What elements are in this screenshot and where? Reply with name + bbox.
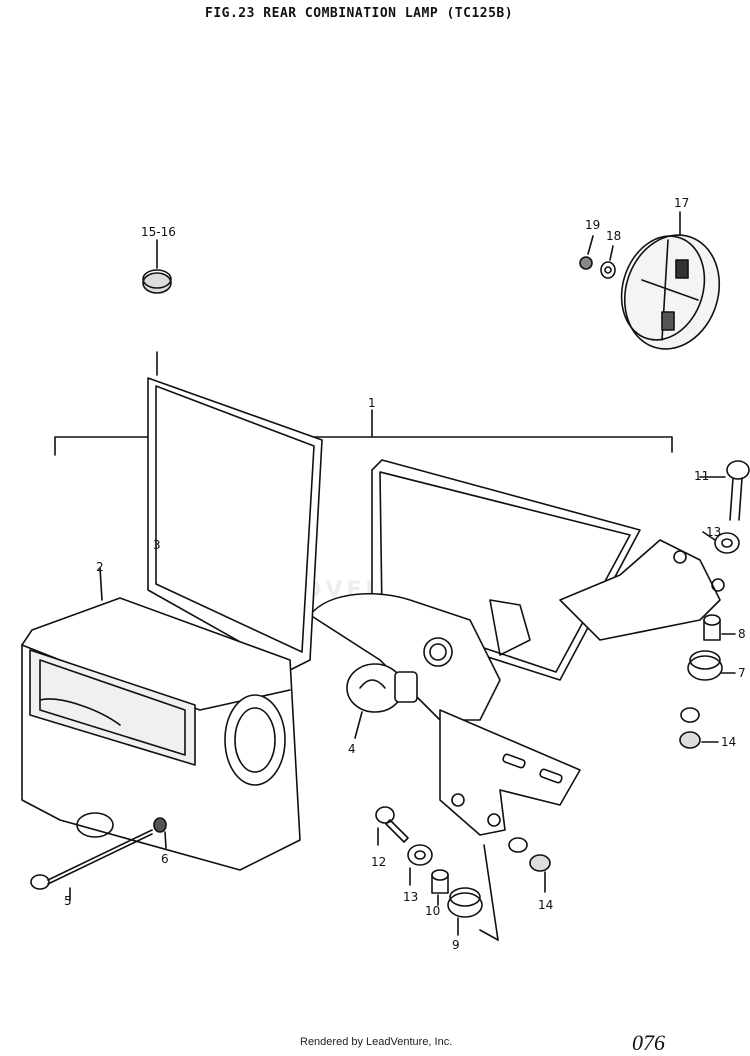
bolt-part-11 [699,460,750,521]
lens-part-2 [21,567,301,871]
figure-title: FIG.23 REAR COMBINATION LAMP (TC125B) [205,6,514,21]
callout-4: 4 [348,742,356,756]
callout-1: 1 [368,396,376,410]
callout-14-left: 14 [538,898,554,912]
bolt-part-12 [375,806,409,846]
callout-14-right: 14 [721,735,737,749]
page-number: 076 [632,1030,665,1055]
callout-13-right: 13 [706,525,722,539]
callout-15-16: 15-16 [141,225,176,239]
washer-part-18 [600,245,616,279]
nut-part-19 [579,235,594,270]
collar-part-8 [703,614,736,641]
callout-9: 9 [452,938,460,952]
callout-18: 18 [606,229,622,243]
callout-8: 8 [738,627,746,641]
cushion-part-9 [447,844,499,941]
gasket-part-3 [147,351,323,671]
grommet-part-15-16 [142,239,172,294]
cushion-part-7 [687,650,736,681]
callout-7: 7 [738,666,746,680]
callout-2: 2 [96,560,104,574]
nut-part-14-right [679,707,719,749]
callout-12: 12 [371,855,387,869]
reflector-part-17 [620,211,721,350]
washer-part-13-left [407,844,433,886]
callout-10: 10 [425,904,441,918]
callout-11: 11 [694,469,710,483]
callout-5: 5 [64,894,72,908]
callout-3: 3 [153,538,161,552]
callout-19: 19 [585,218,601,232]
assembly-bracket-1 [54,409,673,456]
callout-13-left: 13 [403,890,419,904]
rendered-by-footer: Rendered by LeadVenture, Inc. [300,1036,453,1048]
collar-part-10 [431,869,449,906]
license-bracket [439,709,581,836]
screw-part-5 [30,829,153,901]
nut-part-14-left [508,837,551,893]
callout-6: 6 [161,852,169,866]
washer-part-13-right [702,531,740,554]
callout-17: 17 [674,196,690,210]
bulb-part-4 [346,663,418,739]
washer-part-6 [153,817,167,849]
